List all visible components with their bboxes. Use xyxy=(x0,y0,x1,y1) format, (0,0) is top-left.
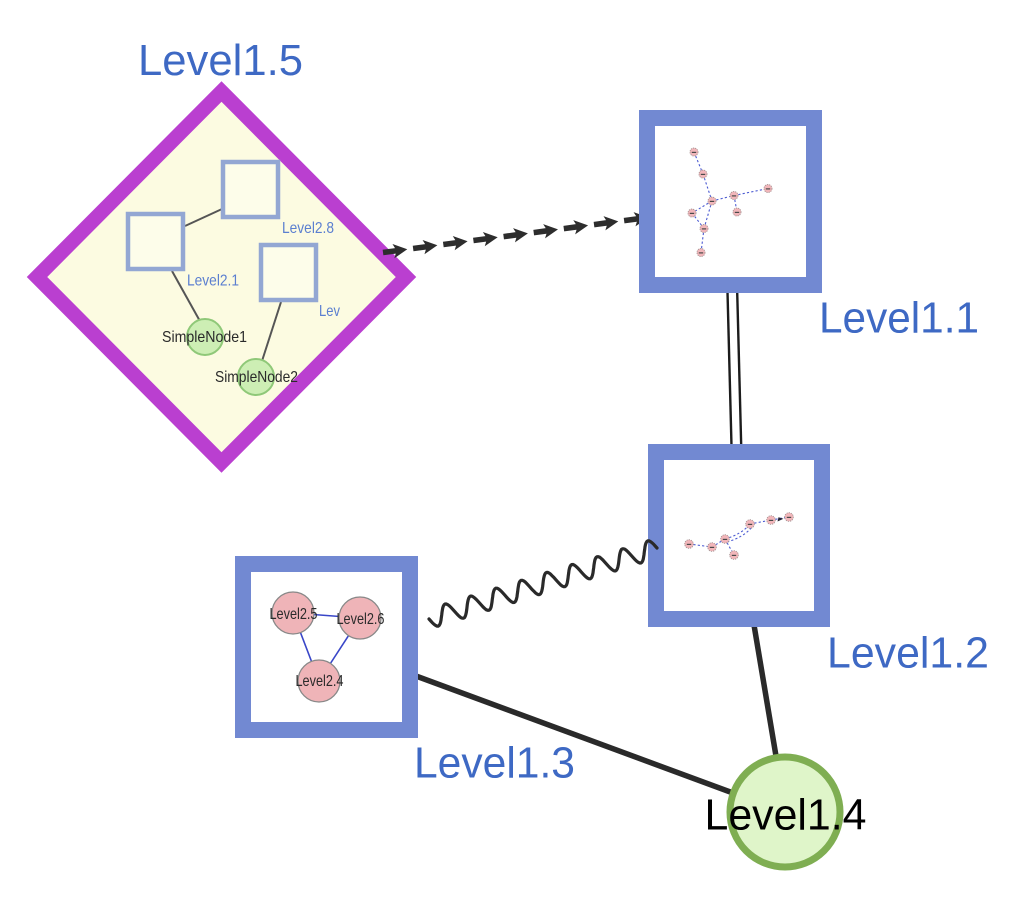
svg-text:Level1.3: Level1.3 xyxy=(414,739,575,788)
svg-text:SimpleNode1: SimpleNode1 xyxy=(162,329,247,346)
svg-text:Level2.1: Level2.1 xyxy=(187,273,239,290)
svg-text:Level1.2: Level1.2 xyxy=(827,629,989,678)
svg-text:Level1.5: Level1.5 xyxy=(138,36,303,85)
svg-text:Level2.8: Level2.8 xyxy=(282,220,334,237)
svg-text:Level1.4: Level1.4 xyxy=(705,791,867,840)
svg-text:Lev: Lev xyxy=(319,303,340,320)
svg-text:Level2.5: Level2.5 xyxy=(270,606,318,623)
svg-text:SimpleNode2: SimpleNode2 xyxy=(215,369,298,386)
svg-text:Level2.4: Level2.4 xyxy=(296,673,344,690)
svg-text:Level2.6: Level2.6 xyxy=(337,611,385,628)
svg-text:Level1.1: Level1.1 xyxy=(819,294,979,343)
